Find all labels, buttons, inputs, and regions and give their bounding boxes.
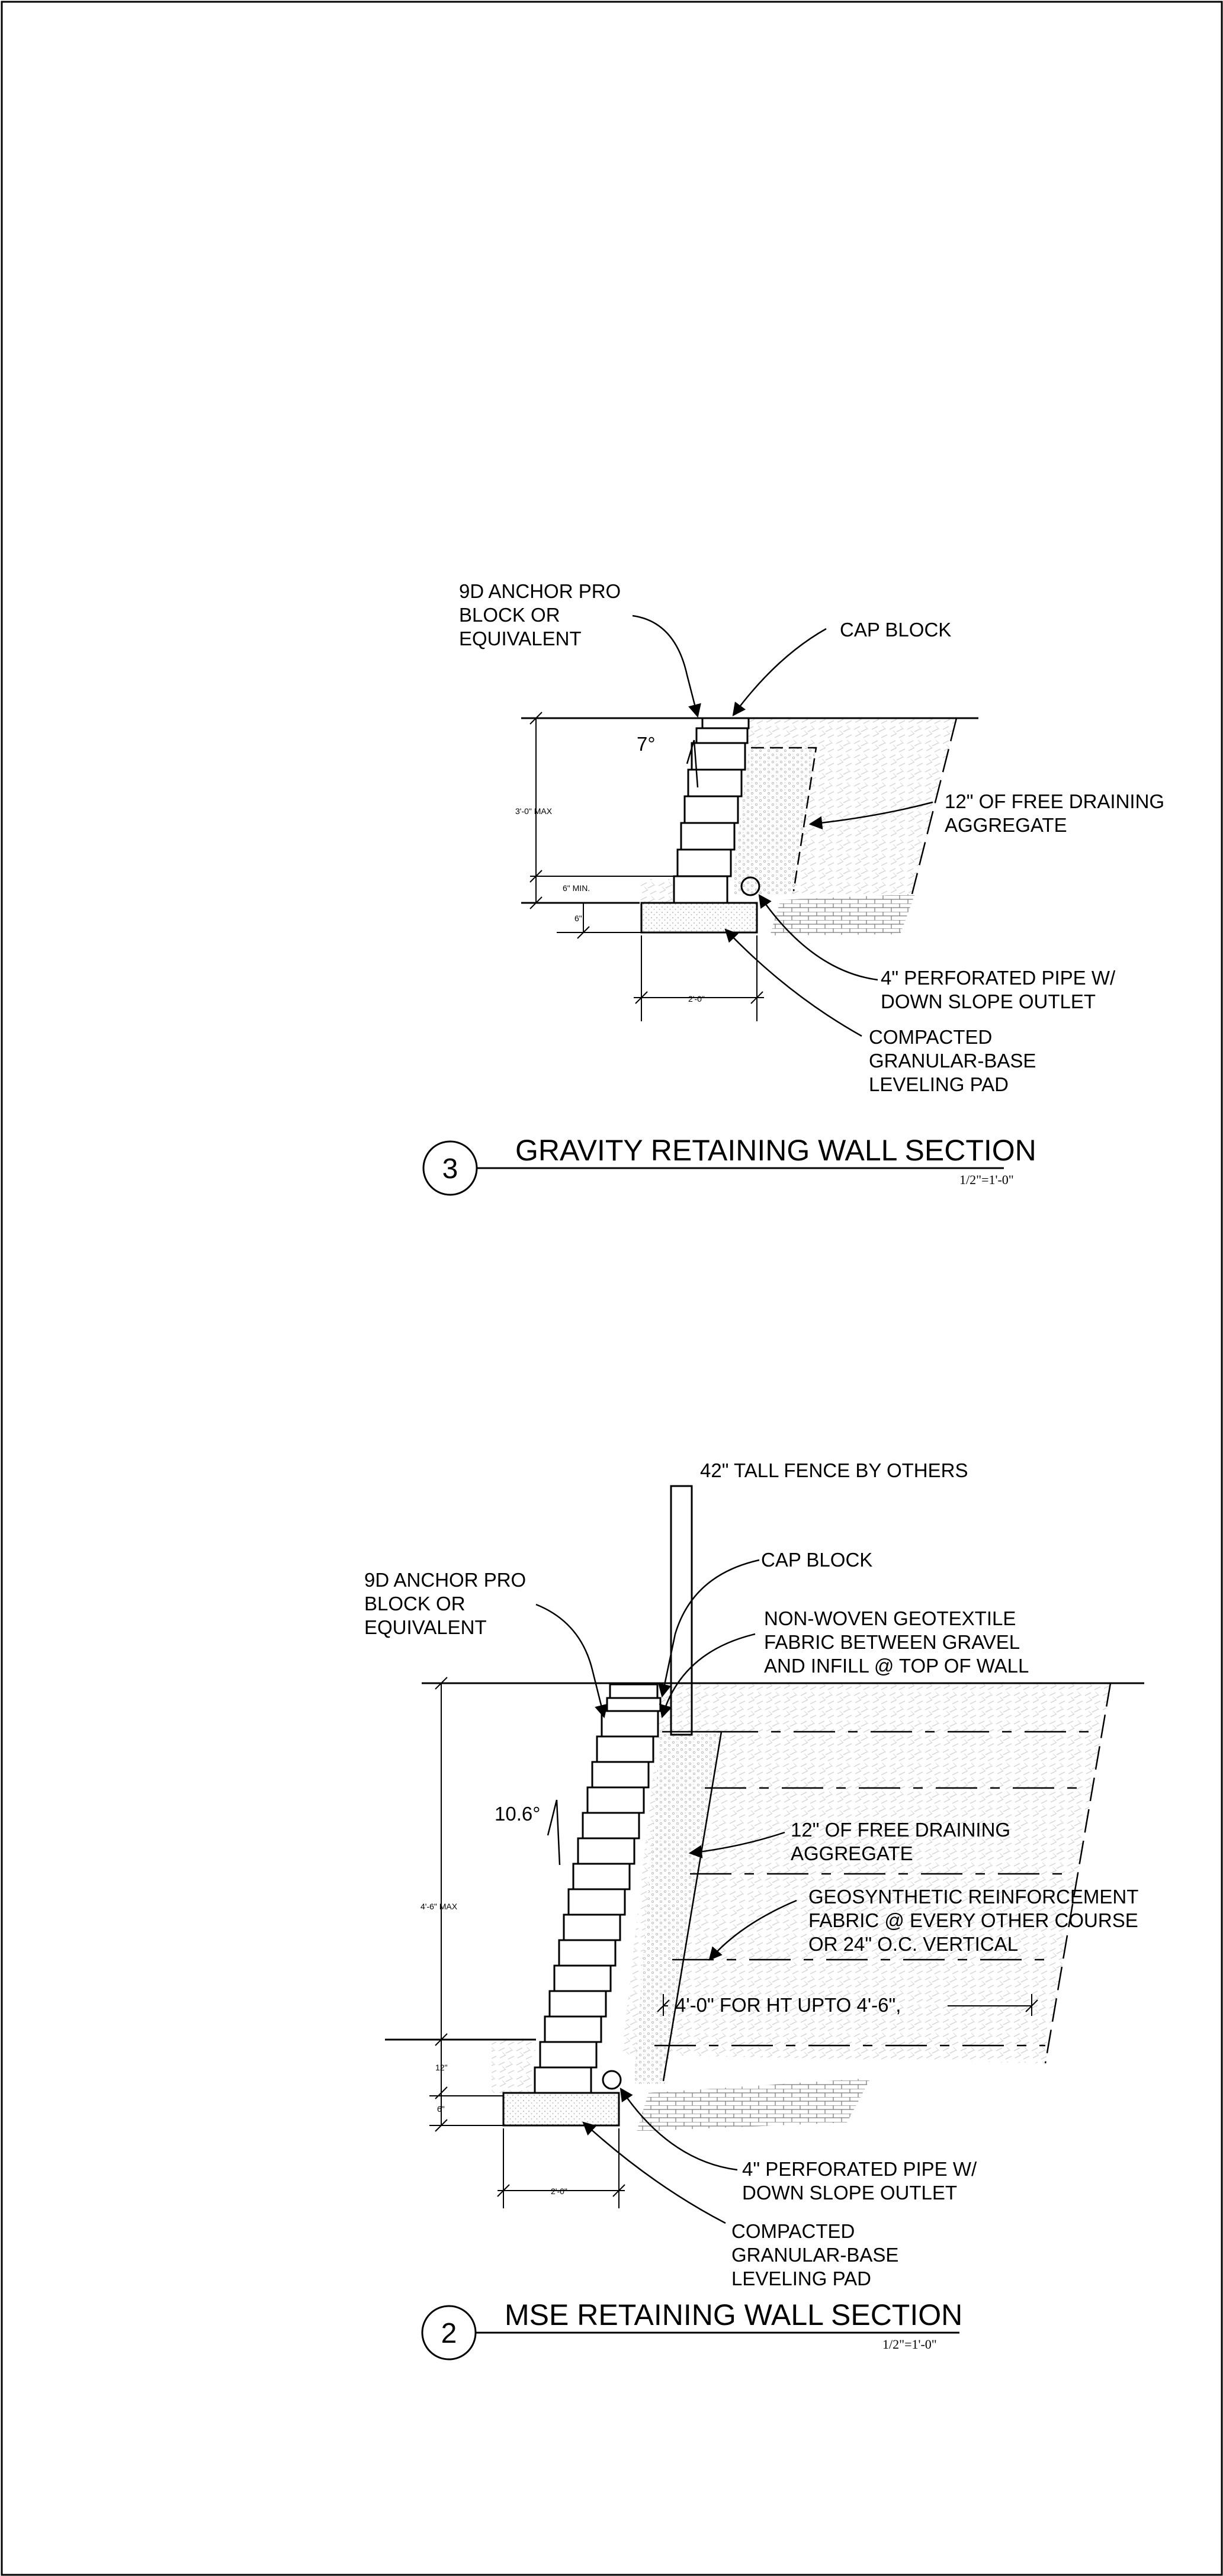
mse-leveling-pad [502,2092,620,2127]
mse-dim-height: 4'-6" MAX [420,1902,458,1911]
mse-geotextile-leader [659,1633,756,1719]
gravity-aggregate-leader [808,801,933,830]
gravity-leveling-pad [640,902,758,934]
mse-cap-block [606,1697,662,1712]
mse-front-soil [492,2040,536,2093]
mse-toe-backfill [637,2078,871,2131]
gravity-batter-symbol [686,739,699,788]
gravity-batter-angle: 7° [637,733,656,755]
mse-geosynthetic-note: GEOSYNTHETIC REINFORCEMENT FABRIC @ EVER… [808,1886,1144,1955]
gravity-dim-pad-depth: 6" [574,914,582,923]
mse-batter-angle: 10.6° [495,1803,540,1825]
gravity-pipe-leader [758,894,878,981]
mse-excavation-line [1044,1683,1112,2064]
gravity-dim-height: 3'-0" MAX [515,806,553,816]
gravity-drain-boundary [751,747,817,892]
gravity-anchor-note: 9D ANCHOR PRO BLOCK OR EQUIVALENT [459,580,626,649]
mse-detail-number: 2 [441,2318,457,2349]
mse-geosynthetic-leader [708,1899,797,1961]
gravity-detail-number: 3 [442,1153,458,1185]
gravity-perforated-pipe [740,876,760,896]
mse-fence-note: 42" TALL FENCE BY OTHERS [700,1459,968,1481]
gravity-front-soil [640,879,675,903]
mse-title-block: 2 MSE RETAINING WALL SECTION 1/2"=1'-0" [421,2298,962,2360]
mse-anchor-leader [535,1603,608,1719]
mse-drain-aggregate [634,1732,723,2084]
mse-pipe-leader [619,2088,738,2171]
mse-cap-leader [658,1559,760,1698]
mse-wall-section: 10.6° 4'-6" MAX 12" 6" 2'-0" [364,1459,1144,2360]
gravity-toe-backfill [770,894,915,935]
gravity-cap-note: CAP BLOCK [840,619,951,641]
mse-scale: 1/2"=1'-0" [882,2337,937,2352]
mse-grid-length-note: 4'-0" FOR HT UPTO 4'-6", [675,1994,901,2016]
mse-dim-embed: 12" [435,2063,448,2072]
mse-geogrid-layers [654,1731,1091,2047]
mse-dim-pad-width: 2'-0" [551,2186,567,2196]
gravity-excavation-line [911,718,958,895]
mse-pad-leader [582,2121,726,2224]
mse-perforated-pipe [602,2070,622,2090]
mse-title: MSE RETAINING WALL SECTION [505,2298,962,2331]
mse-batter-symbol [547,1799,561,1866]
gravity-cap-block [695,727,749,744]
gravity-title-block: 3 GRAVITY RETAINING WALL SECTION 1/2"=1'… [422,1134,1036,1196]
mse-fence-post [670,1485,693,1736]
mse-pipe-note: 4" PERFORATED PIPE W/ DOWN SLOPE OUTLET [742,2158,982,2204]
gravity-anchor-leader [632,615,701,718]
gravity-dim-pad-width: 2'-0" [688,994,705,1004]
mse-anchor-note: 9D ANCHOR PRO BLOCK OR EQUIVALENT [364,1569,531,1638]
gravity-pad-note: COMPACTED GRANULAR-BASE LEVELING PAD [869,1026,1042,1095]
gravity-wall-section: 7° 3'-0" MAX 6" MIN. 6" 2'-0" 9D [422,580,1170,1196]
gravity-pipe-note: 4" PERFORATED PIPE W/ DOWN SLOPE OUTLET [881,967,1121,1012]
gravity-aggregate-note: 12" OF FREE DRAINING AGGREGATE [945,790,1170,836]
gravity-dimensions: 3'-0" MAX 6" MIN. 6" 2'-0" [515,712,764,1021]
gravity-scale: 1/2"=1'-0" [959,1172,1014,1187]
mse-aggregate-note: 12" OF FREE DRAINING AGGREGATE [791,1819,1016,1864]
gravity-pad-leader [724,928,862,1037]
mse-cap-note: CAP BLOCK [761,1549,872,1571]
mse-geotextile-note: NON-WOVEN GEOTEXTILE FABRIC BETWEEN GRAV… [764,1607,1029,1677]
gravity-cap-leader [732,628,827,716]
mse-wall-blocks [534,1683,662,2094]
mse-aggregate-leader [688,1831,785,1858]
mse-dim-pad-depth: 6" [437,2104,445,2114]
gravity-title: GRAVITY RETAINING WALL SECTION [515,1134,1036,1167]
gravity-dim-embed: 6" MIN. [563,883,590,893]
gravity-notes: 9D ANCHOR PRO BLOCK OR EQUIVALENT CAP BL… [459,580,1170,1095]
gravity-drain-aggregate [733,748,816,894]
mse-notes: 42" TALL FENCE BY OTHERS CAP BLOCK 9D AN… [364,1459,1144,2289]
mse-pad-note: COMPACTED GRANULAR-BASE LEVELING PAD [731,2220,904,2289]
mse-dimensions: 4'-6" MAX 12" 6" 2'-0" [420,1677,625,2208]
